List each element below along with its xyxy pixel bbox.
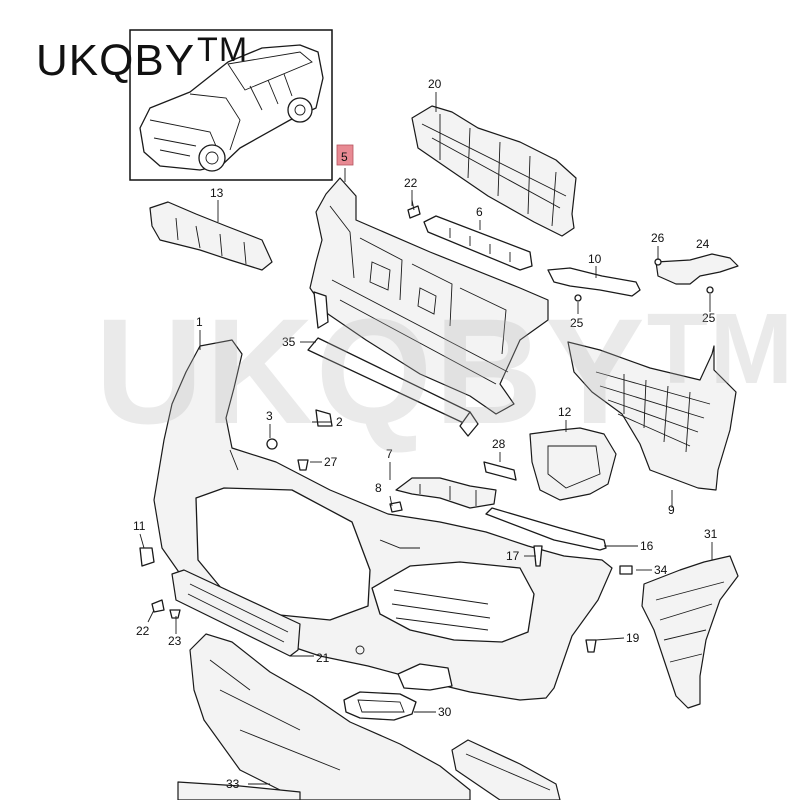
- callout-5: 5: [341, 150, 348, 164]
- callout-8: 8: [375, 481, 382, 495]
- vehicle-inset-illustration: [139, 44, 324, 172]
- callout-26: 26: [651, 231, 665, 245]
- part-9-grille-insert-right: [567, 341, 737, 491]
- callout-labels: 20 5 22 6 13 26 24 10 25 25 1 35 3 2 12 …: [133, 77, 718, 791]
- callout-2: 2: [336, 415, 343, 429]
- callout-23: 23: [168, 634, 182, 648]
- part-5-grille-carrier: [309, 177, 549, 415]
- callout-27: 27: [324, 455, 338, 469]
- callout-30: 30: [438, 705, 452, 719]
- callout-9: 9: [668, 503, 675, 517]
- callout-34: 34: [654, 563, 668, 577]
- part-10-bracket: [547, 267, 641, 302]
- callout-3: 3: [266, 409, 273, 423]
- leader-lines: [139, 92, 713, 785]
- callout-33: 33: [226, 777, 240, 791]
- callout-25-right: 25: [702, 311, 716, 325]
- callout-22-upper: 22: [404, 176, 418, 190]
- brand-trademark: TM: [197, 31, 249, 69]
- brand-logo: UKQBYTM: [36, 31, 248, 86]
- callout-17: 17: [506, 549, 520, 563]
- callout-1: 1: [196, 315, 203, 329]
- part-22-screw-upper: [407, 199, 421, 219]
- part-30-bezel: [343, 691, 417, 721]
- part-20-upper-absorber: [411, 105, 577, 237]
- part-33-undertray: [177, 633, 471, 801]
- highlight-box: [336, 144, 354, 166]
- callout-13: 13: [210, 186, 224, 200]
- part-16-trim: [485, 507, 607, 551]
- callout-7: 7: [386, 447, 393, 461]
- fasteners: [139, 409, 633, 653]
- brand-name: UKQBY: [36, 36, 196, 85]
- part-28-clip: [483, 461, 517, 481]
- part-31-side-bracket: [641, 555, 739, 709]
- callout-6: 6: [476, 205, 483, 219]
- callout-12: 12: [558, 405, 572, 419]
- callout-16: 16: [640, 539, 654, 553]
- part-21-lower-grille: [171, 569, 301, 657]
- part-13-bracket-left: [149, 201, 273, 271]
- callout-11: 11: [133, 519, 146, 533]
- callout-20: 20: [428, 77, 442, 91]
- callout-24: 24: [696, 237, 710, 251]
- callout-19: 19: [626, 631, 640, 645]
- callout-25-left: 25: [570, 316, 584, 330]
- callout-28: 28: [492, 437, 506, 451]
- part-6-trim-strip: [423, 215, 533, 271]
- callout-31: 31: [704, 527, 718, 541]
- lower-trim-right: [451, 739, 561, 801]
- part-24-bracket-right: [654, 253, 739, 294]
- part-7-duct: [395, 477, 497, 509]
- callout-21: 21: [316, 651, 330, 665]
- callout-22-lower: 22: [136, 624, 150, 638]
- callout-10: 10: [588, 252, 602, 266]
- callout-35: 35: [282, 335, 296, 349]
- part-12-fog-housing: [529, 427, 617, 501]
